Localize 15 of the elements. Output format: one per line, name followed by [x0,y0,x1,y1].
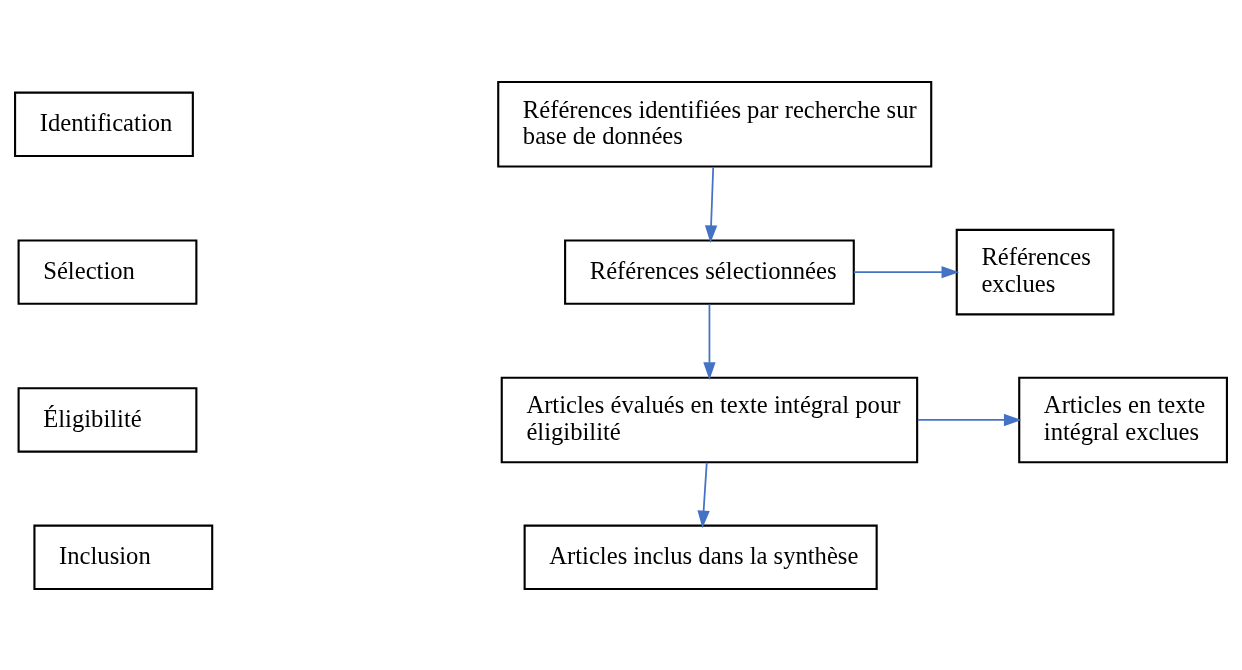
arrow [703,303,716,380]
node-box: Articles en texte intégral exclues [1018,376,1228,463]
arrow [704,165,718,243]
node-box: Articles inclus dans la synthèse [523,524,878,590]
node-box: Références identifiées par recherche sur base de données [497,80,933,168]
node-box: Éligibilité [17,386,198,453]
arrow [917,413,1022,426]
node-box: Inclusion [33,524,214,590]
arrow [697,461,710,528]
node-box: Références exclues [955,228,1115,315]
node-box: Sélection [17,238,198,305]
arrow [852,265,960,278]
node-box: Articles évalués en texte intégral pour éligibilité [500,376,919,463]
node-box: Identification [14,91,194,157]
node-box: Références sélectionnées [564,238,855,305]
